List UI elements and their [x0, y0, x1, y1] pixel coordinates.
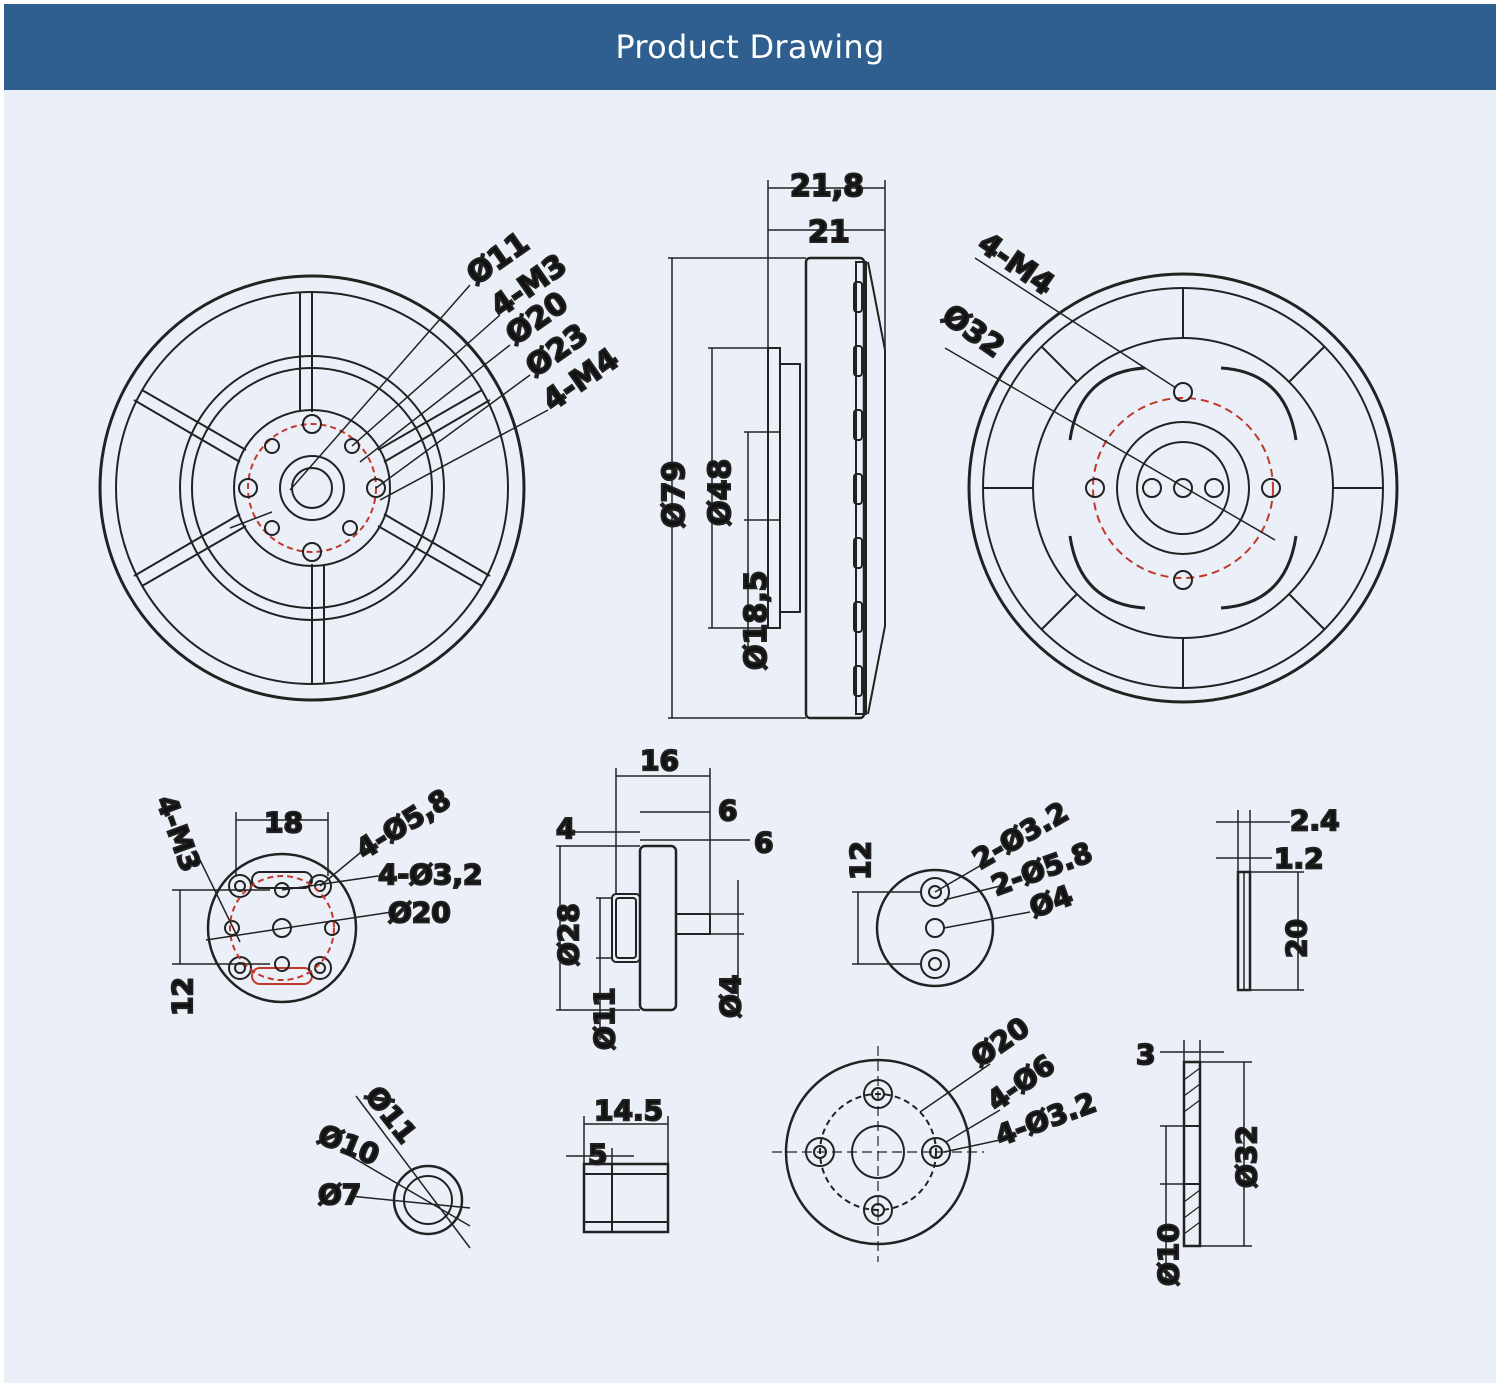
shaft-label-d4: Ø4: [714, 975, 747, 1018]
side-view: [668, 180, 886, 720]
ring-label-d7: Ø7: [318, 1178, 361, 1211]
front-spokes: [133, 292, 491, 684]
washer-thin-view: [1216, 810, 1304, 992]
ring-label-d10: Ø10: [313, 1118, 384, 1172]
back-spokes: [983, 288, 1383, 688]
front-leaders: [229, 284, 549, 529]
washer-thick-dims: [1160, 1040, 1252, 1280]
mount-a-label-12: 12: [166, 977, 199, 1016]
adapter-view: [852, 859, 1031, 988]
prop-mount-axes: [772, 1046, 984, 1262]
front-view: [98, 274, 549, 702]
washer-thin-label-12: 1.2: [1274, 842, 1324, 875]
washer-thin-dims: [1216, 810, 1304, 991]
adapter-dims: [852, 859, 1031, 965]
shaft-view: [556, 768, 750, 1040]
shaft-label-d28: Ø28: [552, 903, 585, 966]
shaft-label-d11: Ø11: [588, 987, 621, 1050]
washer-thick-hatch: [1183, 1067, 1201, 1235]
side-label-218: 21,8: [790, 169, 864, 204]
page-title: Product Drawing: [615, 28, 885, 66]
page-header: Product Drawing: [4, 4, 1496, 90]
side-label-d79: Ø79: [657, 461, 692, 528]
mount-a-label-d20: Ø20: [388, 896, 451, 929]
sleeve-view: [566, 1116, 670, 1234]
mount-a-dims: [172, 812, 393, 965]
washer-thick-label-d32: Ø32: [1230, 1125, 1263, 1188]
back-view: [944, 257, 1399, 704]
side-label-d48: Ø48: [703, 459, 738, 526]
drawing-panel: [4, 90, 1496, 1383]
side-slots: [853, 281, 863, 697]
ring-view: [339, 1095, 471, 1249]
shaft-dims: [556, 768, 750, 1040]
mount-a-label-4m3: 4-M3: [149, 791, 207, 876]
back-leaders: [944, 257, 1276, 541]
shaft-label-6b: 6: [754, 826, 773, 859]
washer-thick-view: [1160, 1040, 1252, 1280]
shaft-label-6a: 6: [718, 794, 737, 827]
side-label-21: 21: [808, 215, 850, 250]
sleeve-label-145: 14.5: [594, 1094, 663, 1127]
shaft-label-4: 4: [556, 812, 575, 845]
prop-mount-leaders: [919, 1063, 1001, 1153]
sleeve-dims: [566, 1116, 669, 1164]
washer-thin-label-20: 20: [1280, 919, 1313, 958]
washer-thin-label-24: 2.4: [1290, 804, 1340, 837]
shaft-label-16: 16: [640, 744, 679, 777]
side-label-d185: Ø18,5: [739, 570, 774, 670]
side-dims: [668, 180, 886, 719]
back-label-d32: Ø32: [935, 298, 1010, 365]
adapter-label-12: 12: [844, 841, 877, 880]
sleeve-label-5: 5: [588, 1138, 607, 1171]
washer-thick-label-3: 3: [1136, 1038, 1155, 1071]
mount-a-view: [172, 812, 393, 1004]
mount-a-label-d32: 4-Ø3,2: [378, 858, 483, 891]
mount-a-label-18: 18: [264, 806, 303, 839]
ring-dims: [339, 1095, 471, 1249]
washer-thick-label-d10: Ø10: [1152, 1223, 1185, 1286]
mount-a-label-d58: 4-Ø5,8: [350, 783, 456, 866]
prop-mount-view: [772, 1046, 1001, 1262]
